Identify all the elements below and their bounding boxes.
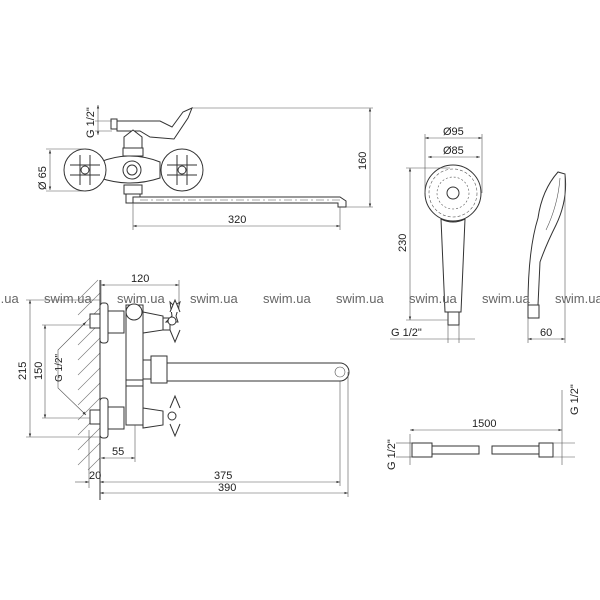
watermark: swim.ua — [0, 291, 19, 306]
watermark: swim.ua — [482, 291, 530, 306]
dim-shower-depth: 60 — [540, 327, 552, 339]
dim-face-diameter: Ø85 — [443, 145, 464, 157]
watermark: swim.ua — [409, 291, 457, 306]
dim-overall: 390 — [218, 482, 236, 494]
dim-handle-diameter: Ø 65 — [37, 166, 49, 190]
dim-spout-reach: 375 — [214, 470, 232, 482]
body — [125, 304, 144, 426]
dim-spout-length: 320 — [228, 214, 246, 226]
dim-wall-gap: 20 — [89, 470, 101, 482]
dim-front-height: 160 — [357, 152, 369, 170]
shower-head-side: 60 — [527, 171, 567, 343]
spout — [132, 196, 347, 208]
dim-shower-thread: G 1/2" — [391, 327, 422, 339]
dim-hose-length: 1500 — [472, 418, 496, 430]
dim-centers: 150 — [33, 362, 45, 380]
faucet-front-view: G 1/2" Ø 65 160 320 — [37, 105, 373, 230]
dim-depth: 120 — [131, 273, 149, 285]
dim-hose-thread-right: G 1/2" — [569, 384, 581, 415]
watermark: swim.ua — [336, 291, 384, 306]
side-spout — [166, 362, 350, 382]
dim-hose-thread-left: G 1/2" — [386, 439, 398, 470]
dim-body-offset: 55 — [112, 446, 124, 458]
watermark: swim.ua — [117, 291, 165, 306]
dim-outer-diameter: Ø95 — [443, 126, 464, 138]
shower-head-front: Ø95 Ø85 230 G 1/2" — [390, 126, 483, 343]
dim-front-thread: G 1/2" — [85, 107, 97, 138]
watermark-row: swim.ua swim.ua swim.ua swim.ua swim.ua … — [0, 291, 600, 306]
watermark: swim.ua — [555, 291, 600, 306]
watermark: swim.ua — [44, 291, 92, 306]
dim-total-height: 215 — [17, 362, 29, 380]
dim-shower-length: 230 — [397, 234, 409, 252]
dim-side-thread: G 1/2" — [54, 354, 65, 382]
shower-hose: 1500 G 1/2" G 1/2" — [386, 384, 581, 470]
watermark: swim.ua — [263, 291, 311, 306]
faucet-side-view: 120 215 150 G 1/2" 55 20 375 390 — [17, 273, 350, 500]
watermark: swim.ua — [190, 291, 238, 306]
